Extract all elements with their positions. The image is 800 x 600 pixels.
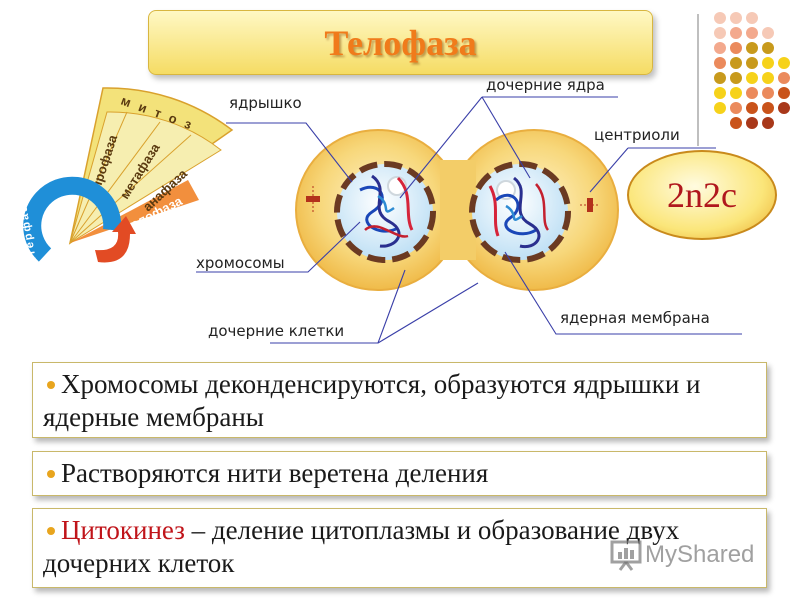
decorative-dot <box>730 27 742 39</box>
label-nucleolus: ядрышко <box>229 94 302 112</box>
presentation-icon <box>610 540 642 571</box>
decorative-dot <box>762 102 774 114</box>
decorative-dot <box>762 117 774 129</box>
decorative-dot <box>730 57 742 69</box>
decorative-dot <box>730 12 742 24</box>
decorative-dot <box>746 57 758 69</box>
decorative-dot <box>778 87 790 99</box>
decorative-dot-grid <box>714 12 794 132</box>
bullet-icon <box>47 380 55 389</box>
decorative-dot <box>730 87 742 99</box>
cytokinesis-term: Цитокинез <box>61 515 185 545</box>
decorative-dot <box>714 72 726 84</box>
decorative-dot <box>746 102 758 114</box>
text-box-chromosomes: Хромосомы деконденсируются, образуются я… <box>32 362 767 438</box>
bullet-icon <box>47 469 55 478</box>
label-daughter-cells: дочерние клетки <box>208 322 345 340</box>
decorative-dot <box>762 27 774 39</box>
decorative-dot <box>762 57 774 69</box>
bullet-icon <box>47 526 55 535</box>
decorative-dot <box>762 72 774 84</box>
decorative-dot <box>714 102 726 114</box>
label-nuclear-membrane: ядерная мембрана <box>560 309 710 327</box>
text-box-1-text: Хромосомы деконденсируются, образуются я… <box>43 369 701 432</box>
centriole-left <box>306 186 320 212</box>
decorative-dot <box>762 87 774 99</box>
divider-line <box>697 14 699 146</box>
title-banner: Телофаза <box>148 10 653 75</box>
mitosis-wheel: митоз профаза метафаза анафаза телофаза … <box>16 87 234 274</box>
watermark: MyShared <box>609 538 754 572</box>
decorative-dot <box>730 72 742 84</box>
decorative-dot <box>730 102 742 114</box>
decorative-dot <box>714 87 726 99</box>
decorative-dot <box>746 27 758 39</box>
decorative-dot <box>778 102 790 114</box>
decorative-dot <box>714 57 726 69</box>
page-title: Телофаза <box>324 22 477 63</box>
label-centrioles: центриоли <box>594 126 680 144</box>
decorative-dot <box>746 72 758 84</box>
decorative-dot <box>778 57 790 69</box>
decorative-dot <box>714 12 726 24</box>
telophase-illustration: митоз профаза метафаза анафаза телофаза … <box>16 87 742 344</box>
label-chromosomes: хромосомы <box>196 254 285 272</box>
decorative-dot <box>746 12 758 24</box>
ploidy-badge: 2n2c <box>627 150 777 240</box>
text-box-spindle: Растворяются нити веретена деления <box>32 451 767 496</box>
decorative-dot <box>730 117 742 129</box>
decorative-dot <box>746 117 758 129</box>
label-leader-lines <box>196 96 742 344</box>
ploidy-text: 2n2c <box>667 175 737 215</box>
decorative-dot <box>714 27 726 39</box>
right-nucleus <box>469 161 571 263</box>
text-box-cytokinesis: Цитокинез – деление цитоплазмы и образов… <box>32 508 767 588</box>
centriole-right <box>580 198 600 212</box>
left-nucleus <box>334 161 436 263</box>
dividing-cell <box>295 129 619 291</box>
text-box-3-text: – деление цитоплазмы и образование двух … <box>43 515 680 578</box>
decorative-dot <box>762 42 774 54</box>
decorative-dot <box>714 42 726 54</box>
decorative-dot <box>730 42 742 54</box>
label-daughter-nuclei: дочерние ядра <box>486 76 605 94</box>
decorative-dot <box>746 87 758 99</box>
decorative-dot <box>778 72 790 84</box>
decorative-dot <box>746 42 758 54</box>
watermark-label: MyShared <box>645 541 755 568</box>
text-box-2-text: Растворяются нити веретена деления <box>61 458 489 488</box>
